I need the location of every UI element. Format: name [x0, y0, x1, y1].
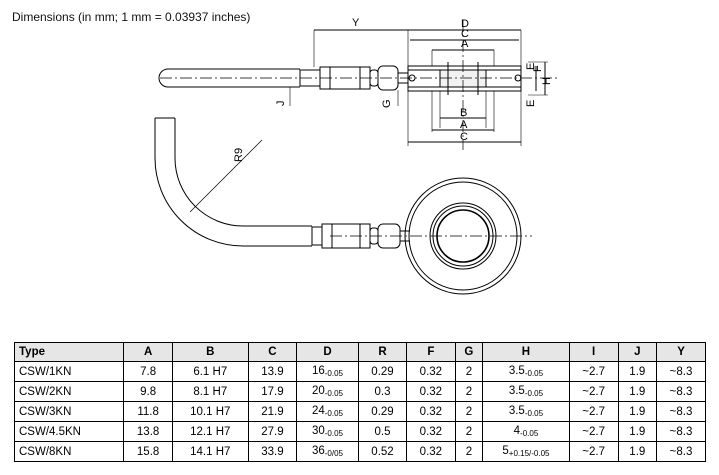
cell-g: 2	[454, 441, 484, 462]
cell-a: 9.8	[123, 381, 173, 402]
label-b: B	[460, 107, 467, 119]
cell-i: ~2.7	[568, 421, 619, 442]
label-a: A	[461, 38, 469, 50]
cell-r: 0.5	[357, 421, 408, 442]
table-row: CSW/4.5KN 13.8 12.1 H7 27.9 30-0.05 0.5 …	[13, 421, 706, 442]
cell-f: 0.32	[406, 441, 456, 462]
cell-r: 0.29	[357, 401, 408, 422]
col-header: R	[357, 342, 408, 362]
cell-j: 1.9	[617, 361, 658, 382]
col-header: J	[617, 342, 658, 362]
cell-c: 17.9	[247, 381, 298, 402]
cell-f: 0.32	[406, 381, 456, 402]
label-c-bottom: C	[460, 131, 468, 143]
cell-a: 7.8	[123, 361, 173, 382]
cell-b: 12.1 H7	[171, 421, 249, 442]
cell-j: 1.9	[617, 421, 658, 442]
cell-d: 20-0.05	[296, 381, 359, 402]
col-header: H	[482, 342, 570, 362]
label-h: H	[541, 77, 553, 85]
cell-type: CSW/2KN	[13, 381, 125, 402]
col-header: D	[296, 342, 359, 362]
table-row: CSW/1KN 7.8 6.1 H7 13.9 16-0.05 0.29 0.3…	[13, 361, 706, 382]
cell-d: 16-0.05	[296, 361, 359, 382]
cell-f: 0.32	[406, 401, 456, 422]
cell-b: 10.1 H7	[171, 401, 249, 422]
cell-g: 2	[454, 401, 484, 422]
label-d: D	[461, 18, 469, 30]
cell-a: 15.8	[123, 441, 173, 462]
cell-g: 2	[454, 381, 484, 402]
label-j: J	[275, 101, 287, 107]
cell-c: 13.9	[247, 361, 298, 382]
cell-j: 1.9	[617, 401, 658, 422]
label-c-top: C	[461, 28, 469, 40]
cell-j: 1.9	[617, 441, 658, 462]
label-f: F	[532, 65, 544, 72]
table-header-row: Type A B C D R F G H I J Y	[13, 342, 706, 362]
cell-y: ~8.3	[656, 441, 706, 462]
cell-type: CSW/3KN	[13, 401, 125, 422]
cell-r: 0.3	[357, 381, 408, 402]
cell-c: 27.9	[247, 421, 298, 442]
label-r9: R9	[233, 148, 245, 162]
col-header: I	[568, 342, 619, 362]
table-row: CSW/2KN 9.8 8.1 H7 17.9 20-0.05 0.3 0.32…	[13, 381, 706, 402]
cell-c: 33.9	[247, 441, 298, 462]
cell-h: 4-0.05	[482, 421, 570, 442]
col-header: A	[123, 342, 173, 362]
cell-r: 0.52	[357, 441, 408, 462]
cell-h: 3.5-0.05	[482, 361, 570, 382]
cell-r: 0.29	[357, 361, 408, 382]
cell-type: CSW/1KN	[13, 361, 125, 382]
cell-d: 36-0/05	[296, 441, 359, 462]
cell-a: 11.8	[123, 401, 173, 422]
cell-d: 24-0.05	[296, 401, 359, 422]
cell-i: ~2.7	[568, 361, 619, 382]
col-header: B	[171, 342, 249, 362]
label-e-lower: E	[525, 100, 537, 107]
label-g: G	[381, 99, 393, 108]
cell-f: 0.32	[406, 361, 456, 382]
table-row: CSW/3KN 11.8 10.1 H7 21.9 24-0.05 0.29 0…	[13, 401, 706, 422]
cell-b: 6.1 H7	[171, 361, 249, 382]
label-y: Y	[352, 17, 360, 29]
cell-y: ~8.3	[656, 381, 706, 402]
cell-g: 2	[454, 361, 484, 382]
cell-y: ~8.3	[656, 401, 706, 422]
cell-b: 14.1 H7	[171, 441, 249, 462]
col-header: Y	[656, 342, 706, 362]
side-view	[158, 20, 560, 150]
cell-y: ~8.3	[656, 421, 706, 442]
cell-c: 21.9	[247, 401, 298, 422]
cell-a: 13.8	[123, 421, 173, 442]
cell-d: 30-0.05	[296, 421, 359, 442]
label-a-bottom: A	[460, 119, 468, 131]
cell-b: 8.1 H7	[171, 381, 249, 402]
top-view	[154, 117, 532, 295]
table-row: CSW/8KN 15.8 14.1 H7 33.9 36-0/05 0.52 0…	[13, 441, 706, 462]
dimensions-table: Type A B C D R F G H I J Y CSW/1KN 7.8 6…	[13, 342, 706, 462]
cell-h: 3.5-0.05	[482, 401, 570, 422]
cell-f: 0.32	[406, 421, 456, 442]
cell-g: 2	[454, 421, 484, 442]
cell-i: ~2.7	[568, 381, 619, 402]
cell-h: 5+0.15/-0.05	[482, 441, 570, 462]
cell-i: ~2.7	[568, 401, 619, 422]
col-header: F	[406, 342, 456, 362]
label-e-upper: E	[525, 63, 537, 70]
cell-j: 1.9	[617, 381, 658, 402]
dimensions-caption: Dimensions (in mm; 1 mm = 0.03937 inches…	[12, 10, 251, 24]
col-header: C	[247, 342, 298, 362]
col-header: Type	[13, 342, 125, 362]
technical-drawing: Y D C A E F H E G J B A C R9	[154, 17, 560, 295]
cell-type: CSW/8KN	[13, 441, 125, 462]
cell-type: CSW/4.5KN	[13, 421, 125, 442]
cell-i: ~2.7	[568, 441, 619, 462]
cell-y: ~8.3	[656, 361, 706, 382]
cell-h: 3.5-0.05	[482, 381, 570, 402]
col-header: G	[454, 342, 484, 362]
